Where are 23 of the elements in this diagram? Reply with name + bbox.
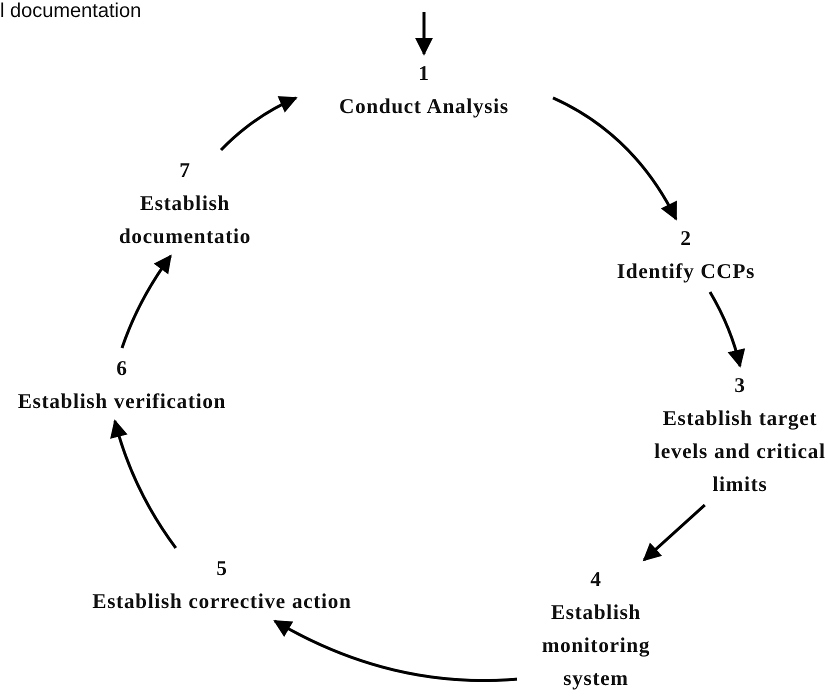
step-label: Establish verification xyxy=(16,388,228,415)
step-label: Establish corrective action xyxy=(91,588,353,615)
step-number: 6 xyxy=(116,355,128,382)
step-number: 2 xyxy=(680,225,692,252)
step-number: 7 xyxy=(179,157,191,184)
arrow xyxy=(642,504,706,562)
arrow xyxy=(552,96,678,221)
arrow xyxy=(120,254,172,348)
step-number: 1 xyxy=(418,60,430,87)
arrow xyxy=(110,419,178,549)
step-label: Conduct Analysis xyxy=(338,93,510,120)
step-label: Establish documentatio xyxy=(118,190,252,250)
arrow xyxy=(273,620,518,682)
heading-fragment: l documentation xyxy=(0,0,142,22)
step-label: Establish monitoring system xyxy=(540,599,652,692)
arrow xyxy=(415,12,433,56)
step-label: Identify CCPs xyxy=(616,258,756,285)
arrow xyxy=(220,96,298,152)
step-number: 5 xyxy=(216,555,228,582)
arrow xyxy=(708,291,745,368)
step-label: Establish target levels and critical limits xyxy=(653,405,827,498)
step-number: 4 xyxy=(590,566,602,593)
step-number: 3 xyxy=(734,372,746,399)
